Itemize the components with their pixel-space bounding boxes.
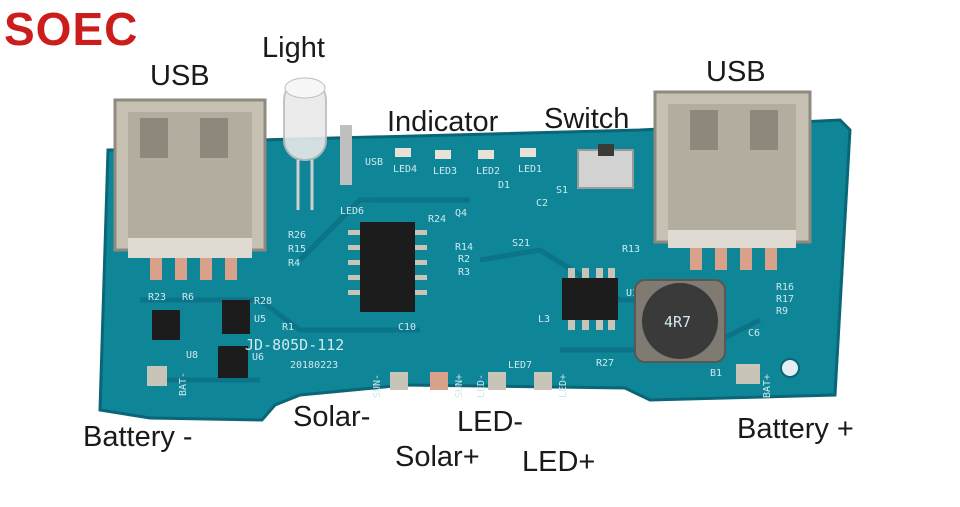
- label-solar-plus: Solar+: [395, 441, 480, 473]
- ref-q4: Q4: [455, 208, 467, 219]
- label-battery-minus: Battery -: [83, 421, 193, 453]
- solder-pads: [147, 364, 760, 390]
- ref-led4: LED4: [393, 164, 417, 175]
- ref-r14: R14: [455, 242, 473, 253]
- ref-led2: LED2: [476, 166, 500, 177]
- ref-r27: R27: [596, 358, 614, 369]
- label-led-minus: LED-: [457, 406, 524, 438]
- ref-c10: C10: [398, 322, 416, 333]
- ref-u1: U1: [626, 288, 638, 299]
- ref-r2: R2: [458, 254, 470, 265]
- pad-bat-plus: [736, 364, 760, 384]
- ref-r26: R26: [288, 230, 306, 241]
- pad-led-minus: [488, 372, 506, 390]
- ref-u6: U6: [252, 352, 264, 363]
- label-usb-left: USB: [150, 60, 210, 92]
- ref-s21: S21: [512, 238, 530, 249]
- ref-r6: R6: [182, 292, 194, 303]
- pad-label-bat-minus: BAT-: [178, 372, 189, 396]
- inductor-label: 4R7: [664, 313, 691, 331]
- ref-led3: LED3: [433, 166, 457, 177]
- ref-u8: U8: [186, 350, 198, 361]
- ref-led6: LED6: [340, 206, 364, 217]
- ref-r16: R16: [776, 282, 794, 293]
- ref-r4: R4: [288, 258, 300, 269]
- pad-sun-plus: [430, 372, 448, 390]
- ref-r3: R3: [458, 267, 470, 278]
- ref-u5: U5: [254, 314, 266, 325]
- ref-r23: R23: [148, 292, 166, 303]
- ic-u1: U1: [562, 268, 638, 330]
- pad-sun-minus: [390, 372, 408, 390]
- ref-r17: R17: [776, 294, 794, 305]
- board-date: 20180223: [290, 360, 338, 371]
- inductor-4r7: 4R7: [634, 279, 726, 363]
- pad-label-led-minus: LED-: [476, 374, 487, 398]
- label-switch: Switch: [544, 103, 630, 135]
- pad-label-sun-minus: SUN-: [372, 374, 383, 398]
- ref-s1: S1: [556, 185, 568, 196]
- ref-r24: R24: [428, 214, 446, 225]
- ref-usb: USB: [365, 157, 383, 168]
- pad-bat-minus: [147, 366, 167, 386]
- indicator-leds: LED4 LED3 LED2 LED1 LED6: [340, 148, 542, 217]
- ref-d1: D1: [498, 180, 510, 191]
- main-ic: [348, 222, 427, 312]
- label-light: Light: [262, 32, 325, 64]
- pad-label-sun-plus: SUN+: [454, 374, 465, 398]
- pad-label-led-plus: LED+: [558, 374, 569, 398]
- pad-led-plus: [534, 372, 552, 390]
- label-usb-right: USB: [706, 56, 766, 88]
- label-indicator: Indicator: [387, 106, 499, 138]
- slide-switch: S1: [556, 144, 634, 196]
- label-led-plus: LED+: [522, 446, 596, 478]
- led-light-component: [283, 77, 352, 210]
- ref-c6: C6: [748, 328, 760, 339]
- ic-u6: U6: [218, 346, 264, 378]
- board-model: JD-805D-112: [245, 336, 344, 354]
- ref-led7: LED7: [508, 360, 532, 371]
- ref-r28: R28: [254, 296, 272, 307]
- ref-b1: B1: [710, 368, 722, 379]
- ref-c2: C2: [536, 198, 548, 209]
- ref-r1: R1: [282, 322, 294, 333]
- usb-port-left: [113, 98, 267, 280]
- ref-r9: R9: [776, 306, 788, 317]
- label-battery-plus: Battery +: [737, 413, 854, 445]
- ref-led1: LED1: [518, 164, 542, 175]
- ref-r15: R15: [288, 244, 306, 255]
- mounting-hole: [780, 358, 800, 378]
- pad-label-bat-plus: BAT+: [762, 374, 773, 398]
- label-solar-minus: Solar-: [293, 401, 371, 433]
- soec-logo: SOEC: [4, 6, 138, 52]
- ic-u8: U8: [152, 310, 198, 361]
- ref-r13: R13: [622, 244, 640, 255]
- ic-u5: U5: [222, 300, 266, 334]
- usb-port-right: [653, 90, 812, 270]
- logo-text: SOEC: [4, 3, 139, 55]
- ref-l3: L3: [538, 314, 550, 325]
